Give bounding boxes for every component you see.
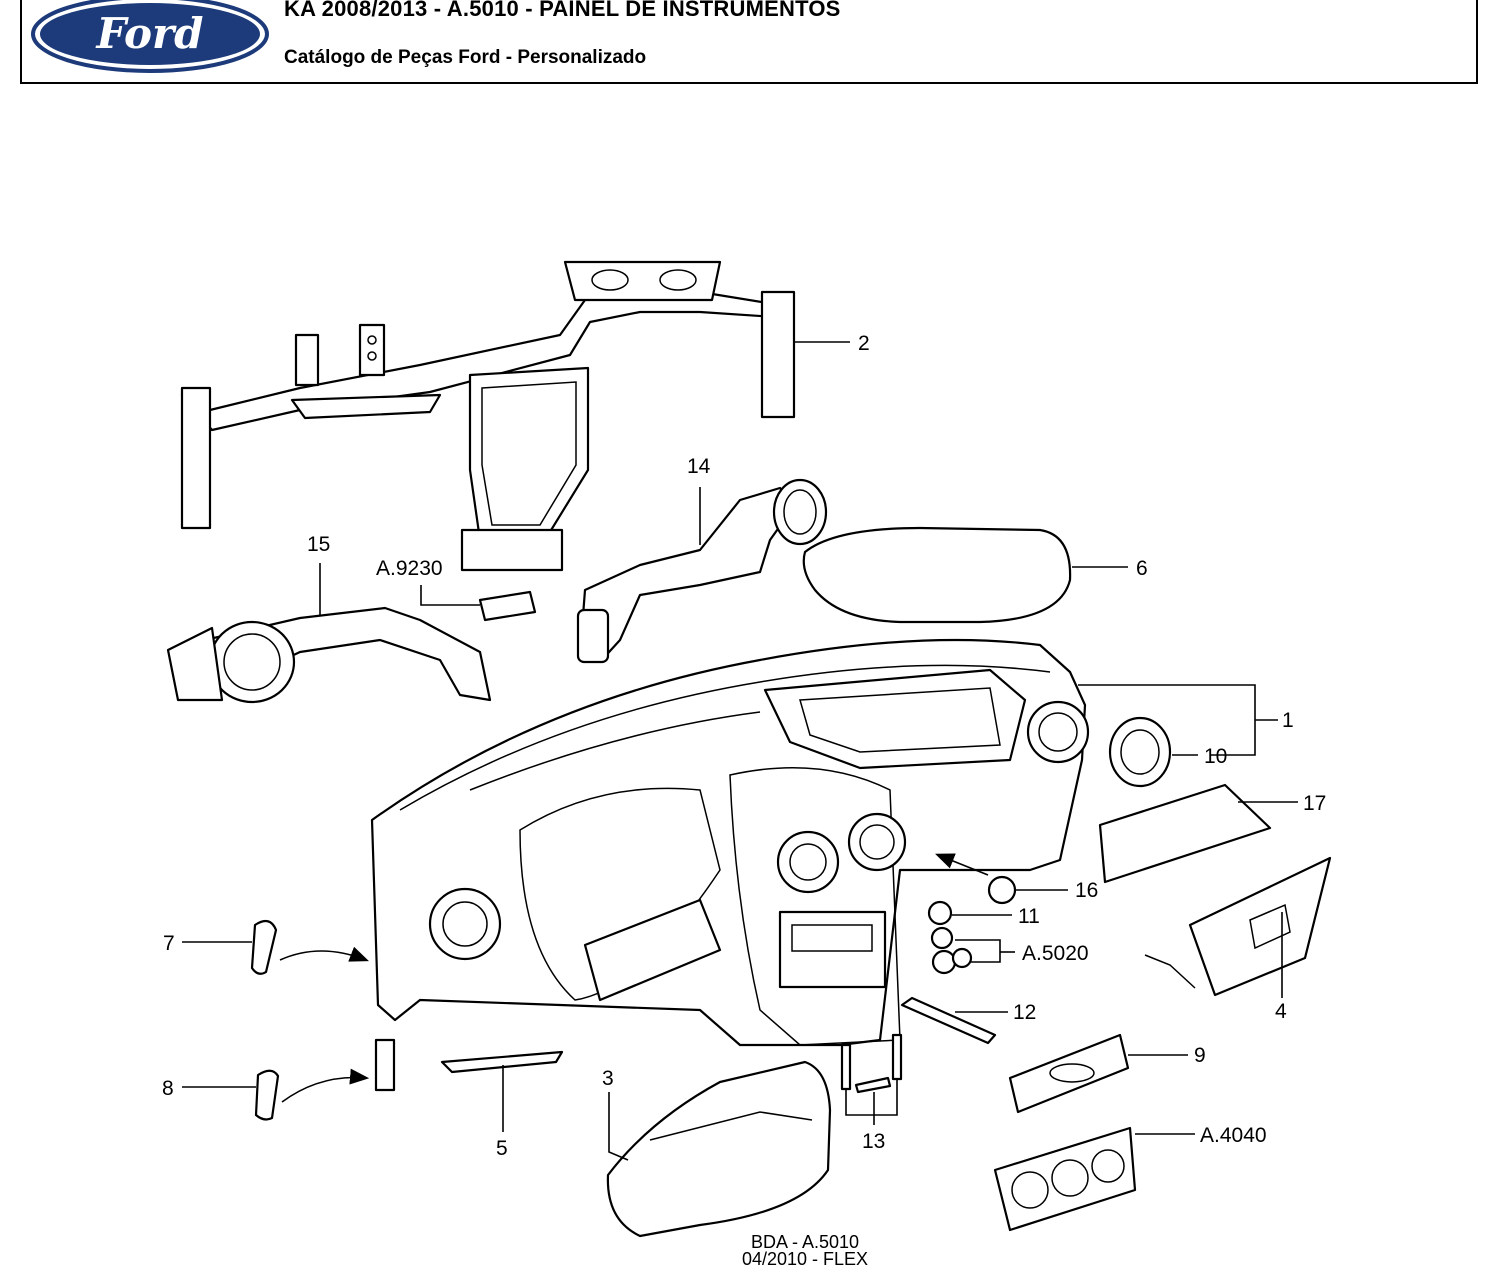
page-title: KA 2008/2013 - A.5010 - PAINEL DE INSTRU… — [284, 0, 841, 21]
part-12-trim-strip — [900, 996, 997, 1045]
catalog-header — [20, 0, 1478, 84]
part-16-plug — [987, 875, 1017, 905]
callout-17: 17 — [1303, 792, 1326, 815]
a5020-switch-group — [930, 926, 973, 975]
callout-16: 16 — [1075, 879, 1098, 902]
part-14-air-duct-right — [576, 478, 828, 664]
callout-a9230: A.9230 — [376, 557, 443, 580]
a9230-bracket — [478, 590, 537, 622]
callout-10: 10 — [1204, 745, 1227, 768]
callout-15: 15 — [307, 533, 330, 556]
part-11-button — [927, 900, 953, 926]
part-13-trim-pieces — [840, 1033, 903, 1094]
part-6-top-cover — [802, 526, 1072, 624]
drawing-code-line2: 04/2010 - FLEX — [742, 1249, 868, 1269]
callout-9: 9 — [1194, 1044, 1206, 1067]
callout-6: 6 — [1136, 557, 1148, 580]
part-5-lower-trim — [440, 1050, 564, 1074]
drawing-code-line1: BDA - A.5010 — [751, 1232, 859, 1252]
part-2-cross-car-beam — [180, 260, 796, 572]
callout-13: 13 — [862, 1130, 885, 1153]
part-15-air-duct-left — [166, 606, 492, 704]
ford-logo: Ford — [31, 0, 269, 73]
part-8-side-cap — [254, 1069, 280, 1121]
callout-1: 1 — [1282, 709, 1294, 732]
callout-11: 11 — [1018, 905, 1040, 928]
callout-7: 7 — [163, 932, 175, 955]
part-10-side-vent — [1108, 716, 1172, 788]
part-9-badge-trim — [1008, 1033, 1130, 1114]
part-1-instrument-panel — [370, 638, 1090, 1047]
a4040-control-unit — [993, 1126, 1137, 1232]
ford-logo-wordmark: Ford — [95, 9, 203, 58]
bracket-lower-left — [374, 1038, 396, 1092]
callout-a5020: A.5020 — [1022, 942, 1089, 965]
callout-5: 5 — [496, 1137, 508, 1160]
part-17-panel-pad — [1098, 783, 1272, 884]
callout-14: 14 — [687, 455, 711, 478]
callout-a4040: A.4040 — [1200, 1124, 1267, 1147]
leader-lines — [182, 341, 1298, 1161]
callout-8: 8 — [162, 1077, 174, 1100]
callout-3: 3 — [602, 1067, 614, 1090]
callout-2: 2 — [858, 332, 870, 355]
callout-12: 12 — [1013, 1001, 1036, 1024]
part-7-side-cap — [250, 919, 278, 975]
callout-4: 4 — [1275, 1000, 1287, 1023]
part-4-glove-box — [1144, 856, 1332, 997]
part-3-cluster-hood — [606, 1060, 832, 1238]
page-subtitle: Catálogo de Peças Ford - Personalizado — [284, 47, 647, 68]
